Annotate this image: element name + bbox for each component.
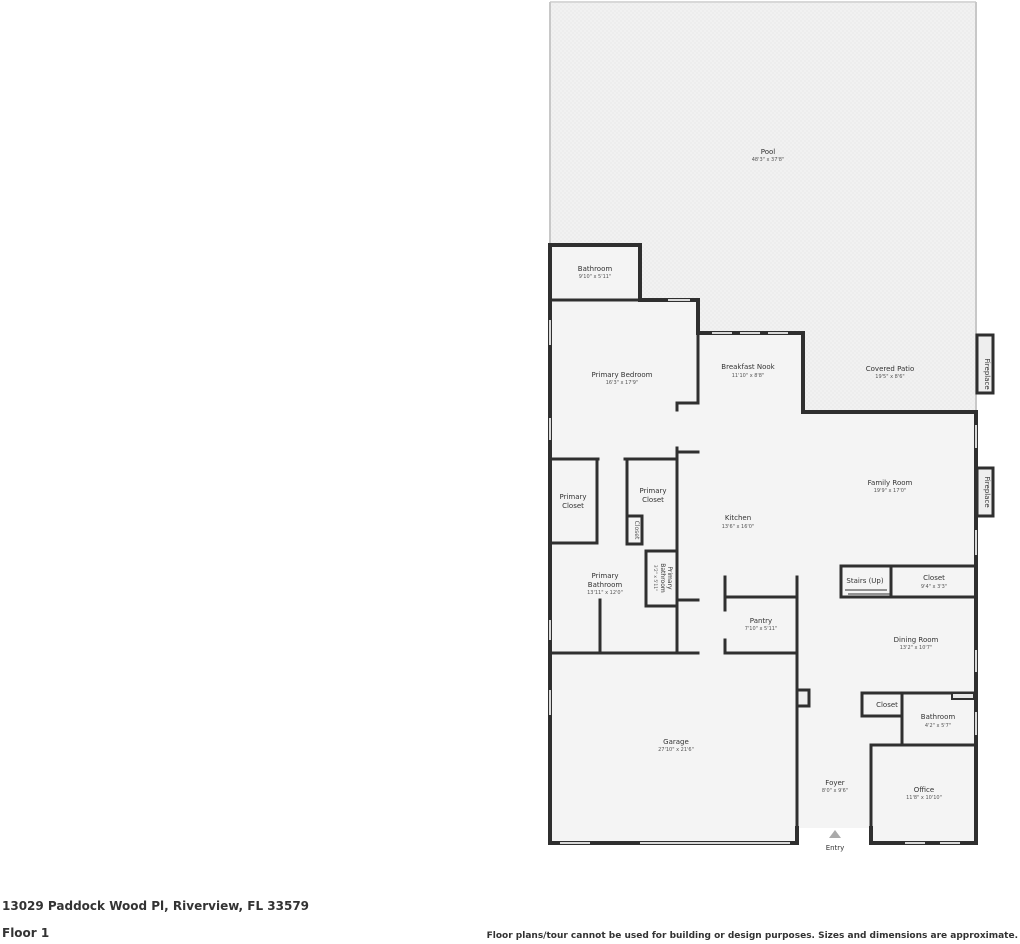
primary-bathroom-small-line2: Bathroom (659, 563, 666, 593)
fireplace-1-box (975, 333, 995, 395)
dining-room-dim: 13'2" x 10'7" (900, 645, 933, 651)
bathroom-lower-label: Bathroom (921, 713, 956, 721)
bathroom-lower-dim: 4'2" x 5'7" (925, 723, 951, 729)
closet-bath-label: Closet (876, 701, 898, 709)
fireplace-2-label: Fireplace (983, 476, 991, 507)
office-label: Office (914, 786, 934, 794)
pool-area (550, 2, 976, 412)
garage-label: Garage (663, 738, 689, 746)
fireplace-1-label: Fireplace (983, 358, 991, 389)
bathroom-top-dim: 9'10" x 5'11" (579, 274, 612, 280)
closet-stairs-dim: 9'4" x 3'3" (921, 584, 947, 590)
covered-patio-dim: 19'5" x 8'6" (875, 374, 904, 380)
fireplace-2-box (975, 466, 995, 518)
office-dim: 11'8" x 10'10" (906, 795, 942, 801)
closet-stairs-label: Closet (923, 574, 945, 582)
pool-dim: 48'3" x 37'8" (752, 157, 785, 163)
primary-closet-right-line1: Primary (639, 487, 666, 495)
disclaimer: Floor plans/tour cannot be used for buil… (486, 931, 1018, 941)
primary-bedroom-label: Primary Bedroom (592, 371, 653, 379)
primary-bedroom-dim: 16'3" x 17'9" (606, 380, 639, 386)
property-address: 13029 Paddock Wood Pl, Riverview, FL 335… (2, 899, 310, 913)
primary-closet-right-line2: Closet (642, 496, 664, 504)
primary-bathroom-small-dim: 3'2" x 5'11" (652, 565, 658, 591)
breakfast-nook-label: Breakfast Nook (721, 363, 775, 371)
primary-bathroom-small-line1: Primary (666, 566, 673, 590)
covered-patio-label: Covered Patio (866, 365, 915, 373)
bathroom-top-label: Bathroom (578, 265, 613, 273)
primary-bathroom-line1: Primary (591, 572, 618, 580)
floor-label: Floor 1 (2, 926, 50, 940)
stairs-label: Stairs (Up) (846, 577, 883, 585)
pool-label: Pool (761, 148, 776, 156)
family-room-dim: 19'9" x 17'0" (874, 488, 907, 494)
pantry-label: Pantry (750, 617, 772, 625)
room-labels: Pool 48'3" x 37'8" Bathroom 9'10" x 5'11… (559, 148, 991, 852)
pantry-dim: 7'10" x 5'11" (745, 626, 778, 632)
entry-arrow-icon (829, 830, 841, 838)
kitchen-dim: 13'6" x 16'0" (722, 524, 755, 530)
primary-bathroom-dim: 13'11" x 12'0" (587, 590, 623, 596)
primary-closet-left-line2: Closet (562, 502, 584, 510)
family-room-label: Family Room (868, 479, 913, 487)
interior-walls (548, 298, 978, 845)
foyer-dim: 8'0" x 9'6" (822, 788, 848, 794)
kitchen-label: Kitchen (725, 514, 751, 522)
dining-room-label: Dining Room (894, 636, 939, 644)
primary-closet-left-line1: Primary (559, 493, 586, 501)
windows (549, 299, 977, 844)
breakfast-nook-dim: 11'10" x 8'8" (732, 373, 765, 379)
primary-bathroom-line2: Bathroom (588, 581, 623, 589)
closet-small-label: Closet (633, 521, 640, 540)
garage-dim: 27'10" x 21'6" (658, 747, 694, 753)
foyer-label: Foyer (825, 779, 845, 787)
entry-label: Entry (826, 844, 845, 852)
